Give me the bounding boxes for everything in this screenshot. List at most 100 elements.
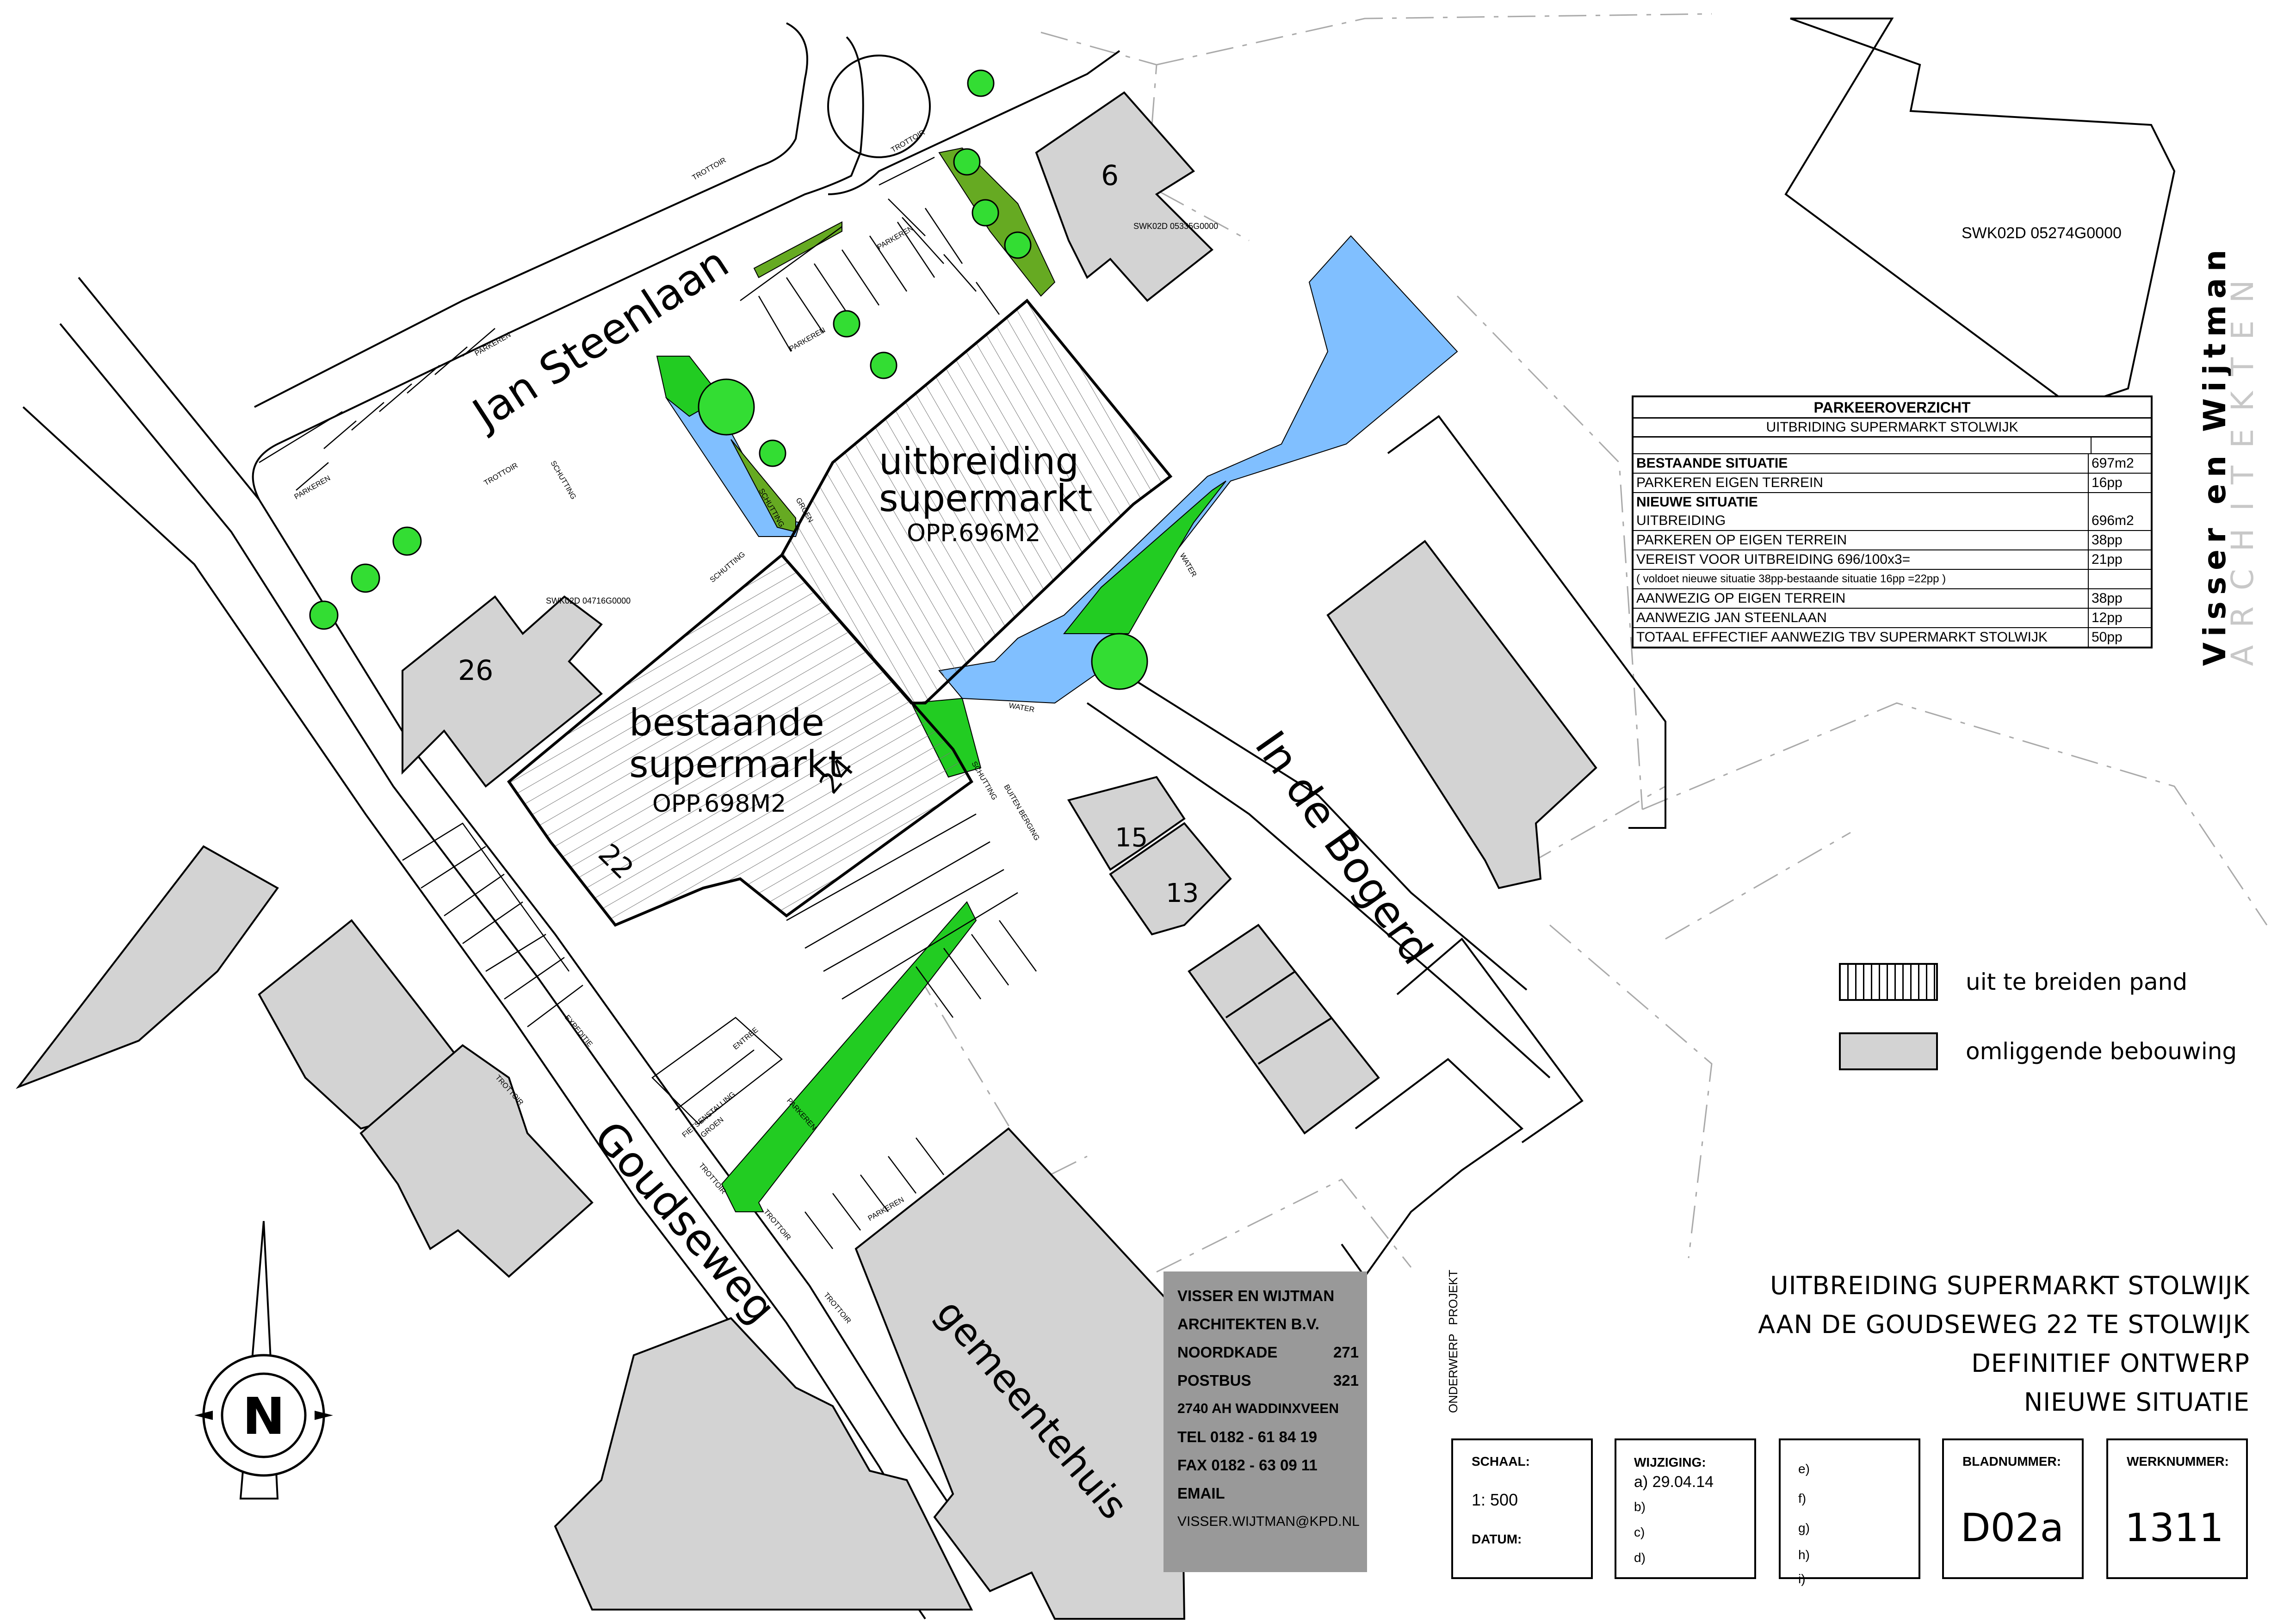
wijziging-label: WIJZIGING: [1634,1455,1706,1469]
tree-icon [309,600,339,630]
label-bestaande: bestaande [629,701,824,744]
building-bogerd-row [1188,924,1380,1135]
bestaande-supermarkt [507,553,973,927]
building-left-3 [359,1044,594,1278]
label-trottoir: TROTTOIR [483,462,520,487]
label-uitbreiding-area: OPP.696M2 [907,519,1040,547]
wijziging-h: h) [1798,1548,1810,1562]
werknummer-label: WERKNUMMER: [2127,1454,2229,1469]
tree-icon [759,439,786,467]
label-trottoir: TROTTOIR [822,1291,852,1325]
trees [309,69,1148,690]
label-uitbreiding-2: supermarkt [879,477,1092,520]
building-26 [402,595,603,788]
tree-icon [967,69,995,97]
label-entree: ENTREE [732,1026,760,1051]
firm-name: VISSER EN WIJTMAN [1177,1287,1335,1304]
label-nr-15: 15 [1115,823,1148,853]
label-parkeren: PARKEREN [474,331,513,358]
title-line-1: UITBREIDING SUPERMARKT STOLWIJK [1770,1271,2250,1300]
label-trottoir: TROTTOIR [762,1208,792,1242]
schaal-box: SCHAAL: 1: 500 DATUM: [1451,1438,1593,1579]
label-uitbreiding: uitbreiding [879,440,1079,483]
wijziging-b: b) [1634,1500,1646,1514]
title-line-3: DEFINITIEF ONTWERP [1971,1349,2250,1378]
title-line-4: NIEUWE SITUATIE [2024,1388,2250,1417]
label-water: WATER [1178,552,1198,579]
building-13 [1109,822,1232,936]
building-bogerd-right [1326,540,1597,889]
table-row: NIEUWE SITUATIE [1634,493,2151,512]
datum-label: DATUM: [1472,1532,1522,1546]
wijziging-e: e) [1798,1462,1810,1476]
werknummer-value: 1311 [2125,1505,2224,1550]
tree-icon [972,199,999,227]
firm-name-2: ARCHITEKTEN B.V. [1177,1315,1319,1333]
table-row: TOTAAL EFFECTIEF AANWEZIG TBV SUPERMARKT… [1634,628,2151,647]
wijziging-list: WIJZIGING: a) 29.04.14 b) c) d) [1634,1454,1714,1572]
legend-swatch-grey [1839,1032,1938,1070]
office-email-label: EMAIL [1177,1485,1225,1502]
label-parkeren: PARKEREN [876,224,915,251]
legend-label: omliggende bebouwing [1966,1038,2237,1065]
label-nr-6: 6 [1101,160,1119,192]
building-top-right [1784,18,2176,408]
legend-label: uit te breiden pand [1966,969,2188,995]
wijziging-i: i) [1798,1572,1806,1586]
label-nr-13: 13 [1166,878,1199,908]
table-row: ( voldoet nieuwe situatie 38pp-bestaande… [1634,570,2151,589]
title-block: UITBREIDING SUPERMARKT STOLWIJK AAN DE G… [1758,1266,2250,1422]
building-15 [1067,776,1186,871]
label-trottoir: TROTTOIR [691,156,728,182]
building-gemeentehuis [854,1127,1186,1620]
tree-icon [1091,633,1148,690]
parking-subtitle: UITBRIDING SUPERMARKT STOLWIJK [1634,419,2151,438]
title-line-2: AAN DE GOUDSEWEG 22 TE STOLWIJK [1758,1310,2250,1339]
watermark-sub: ARCHITEKTEN [2225,263,2260,666]
schaal-label: SCHAAL: [1472,1454,1530,1469]
label-buiten-berging: BUITEN BERGING [1003,784,1041,842]
office-email: VISSER.WIJTMAN@KPD.NL [1177,1514,1360,1529]
north-arrow-letter: N [242,1387,285,1446]
project-side-label: ONDERWERP PROJEKT [1446,1270,1460,1413]
north-arrow: N [194,1221,333,1500]
office-city: 2740 AH WADDINXVEEN [1177,1401,1339,1416]
parking-overview-table: PARKEEROVERZICHT UITBRIDING SUPERMARKT S… [1632,395,2153,648]
label-bestaande-2: supermarkt [629,743,842,786]
office-fax: FAX 0182 - 63 09 11 [1177,1456,1318,1474]
label-parkeren: PARKEREN [788,326,827,353]
onderwerp-label: ONDERWERP [1446,1334,1460,1413]
label-water: WATER [1008,702,1035,714]
bladnummer-box: BLADNUMMER: D02a [1942,1438,2084,1579]
bladnummer-label: BLADNUMMER: [1962,1454,2061,1469]
projekt-label: PROJEKT [1446,1270,1460,1325]
wijziging-d: d) [1634,1550,1646,1565]
wijziging-a: a) 29.04.14 [1634,1473,1714,1491]
tree-icon [1004,231,1032,259]
parcel-near-26: SWK02D 04716G0000 [546,596,631,605]
schaal-value: 1: 500 [1472,1490,1518,1509]
wijziging-c: c) [1634,1525,1645,1539]
parcel-top-right: SWK02D 05274G0000 [1962,224,2122,242]
tree-icon [698,378,755,436]
wijziging-box-2: e) f) g) h) i) [1779,1438,1920,1586]
parking-title: PARKEEROVERZICHT [1634,397,2151,419]
tree-icon [392,526,422,556]
legend-item-uit-te-breiden: uit te breiden pand [1839,963,2187,1001]
tree-icon [870,352,897,379]
legend-swatch-hatch [1839,963,1938,1001]
wijziging-g: g) [1798,1521,1810,1535]
wijziging-box: WIJZIGING: a) 29.04.14 b) c) d) [1615,1438,1756,1579]
supermarkets [507,298,1173,927]
street-name-in-de-bogerd: In de Bogerd [1245,722,1442,973]
parking-bays [259,156,1037,1249]
watermark-name: Visser en Wijtman [2197,243,2233,666]
label-trottoir: TROTTOIR [890,129,927,154]
